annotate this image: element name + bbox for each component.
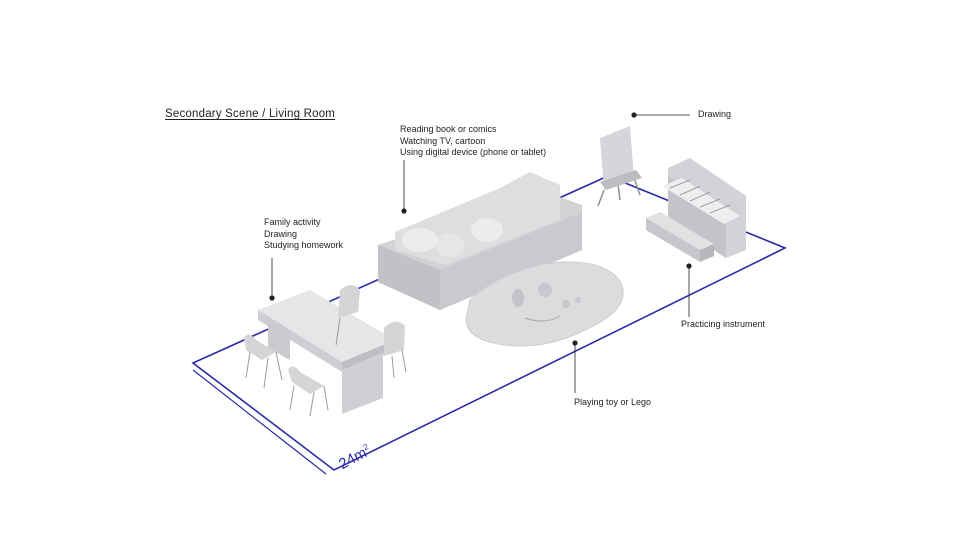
annotation-line: Drawing (698, 109, 732, 119)
sofa (378, 172, 582, 310)
chair-front-left (244, 334, 283, 389)
rug (465, 261, 624, 347)
scene-title: Secondary Scene / Living Room (165, 108, 336, 120)
piano (662, 158, 746, 258)
piano-bench (646, 212, 714, 262)
annotation-line: Practicing instrument (681, 319, 766, 329)
callout-piano (686, 263, 692, 317)
easel-annotation: Drawing (698, 109, 731, 121)
dimension-line (192, 369, 327, 475)
rug-annotation: Playing toy or Lego (574, 397, 651, 409)
annotation-line: Family activity (264, 217, 321, 227)
piano-annotation: Practicing instrument (681, 319, 765, 331)
annotation-line: Playing toy or Lego (574, 397, 652, 407)
easel (597, 126, 642, 207)
annotation-line: Drawing (264, 228, 298, 239)
chair-back-right (384, 321, 407, 379)
table-annotation: Family activity Drawing Studying homewor… (264, 217, 343, 252)
sofa-annotation: Reading book or comics Watching TV, cart… (400, 124, 546, 159)
callout-easel (631, 112, 690, 118)
chair-back-left (335, 285, 360, 346)
annotation-line: Watching TV, cartoon (400, 135, 486, 146)
callout-table (269, 258, 275, 301)
callout-sofa (401, 160, 407, 214)
annotation-line: Using digital device (phone or tablet) (400, 147, 547, 157)
callout-rug (572, 340, 578, 393)
annotation-line: Studying homework (264, 240, 344, 250)
dining-table (258, 290, 395, 414)
annotation-line: Reading book or comics (400, 124, 497, 134)
chair-front-right (288, 366, 329, 417)
